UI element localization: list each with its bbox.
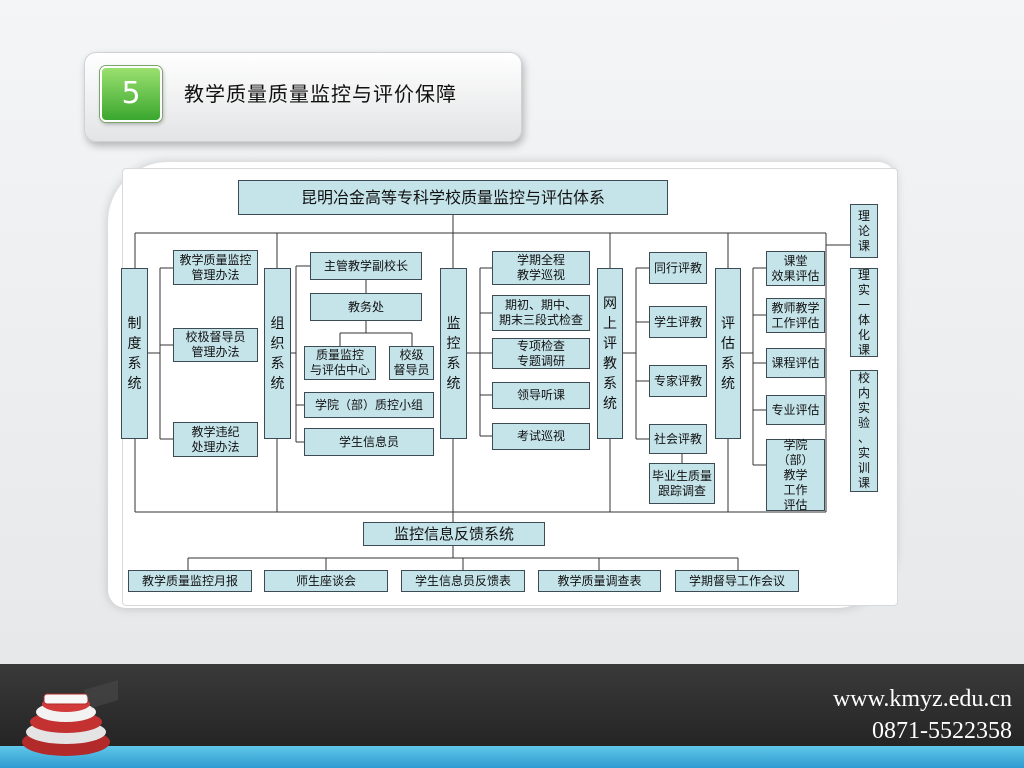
institution-item: 教学质量监控 管理办法: [173, 250, 258, 285]
online-evaluation-item: 专家评教: [649, 365, 707, 397]
assessment-item: 课程评估: [766, 348, 825, 378]
institution-item: 校极督导员 管理办法: [173, 328, 258, 362]
feedback-system-node: 监控信息反馈系统: [363, 522, 545, 546]
assessment-item: 专业评估: [766, 395, 825, 425]
vice-president-node: 主管教学副校长: [310, 252, 422, 280]
assessment-item: 学院 （部） 教学 工作 评估: [766, 438, 825, 512]
root-node: 昆明冶金高等专科学校质量监控与评估体系: [238, 180, 668, 215]
online-evaluation-system-node: 网 上 评 教 系 统: [597, 268, 623, 439]
assessment-item: 教师教学 工作评估: [766, 298, 825, 333]
monitoring-system-node: 监 控 系 统: [440, 268, 467, 439]
online-evaluation-item: 同行评教: [649, 252, 707, 284]
footer-phone: 0871-5522358: [872, 718, 1012, 744]
monitoring-item: 领导听课: [492, 382, 590, 409]
assessment-item: 课堂 效果评估: [766, 251, 825, 286]
school-logo-icon: [22, 680, 118, 756]
college-qc-group-node: 学院（部）质控小组: [304, 392, 434, 418]
feedback-item: 教学质量调查表: [538, 570, 661, 592]
course-type-node: 理 实 一 体 化 课: [850, 268, 878, 357]
footer-website: www.kmyz.edu.cn: [832, 686, 1012, 712]
feedback-item: 学期督导工作会议: [675, 570, 799, 592]
student-info-officer-node: 学生信息员: [304, 428, 434, 456]
organization-system-node: 组 织 系 统: [264, 268, 291, 439]
course-type-node: 理 论 课: [850, 204, 878, 258]
footer-accent-strip: [0, 746, 1024, 768]
academic-affairs-node: 教务处: [310, 293, 422, 321]
monitoring-item: 考试巡视: [492, 423, 590, 450]
assessment-system-node: 评 估 系 统: [715, 268, 741, 439]
feedback-item: 教学质量监控月报: [128, 570, 252, 592]
school-supervisor-node: 校级 督导员: [389, 346, 434, 380]
feedback-item: 学生信息员反馈表: [401, 570, 525, 592]
institution-system-node: 制 度 系 统: [121, 268, 148, 439]
course-type-node: 校 内 实 验 、 实 训 课: [850, 370, 878, 492]
online-evaluation-item: 毕业生质量 跟踪调查: [649, 463, 715, 504]
institution-item: 教学违纪 处理办法: [173, 422, 258, 457]
section-number-badge: 5: [100, 66, 162, 122]
online-evaluation-item: 学生评教: [649, 306, 707, 338]
monitoring-item: 学期全程 教学巡视: [492, 251, 590, 285]
feedback-item: 师生座谈会: [264, 570, 388, 592]
qa-center-node: 质量监控 与评估中心: [304, 346, 376, 380]
page-title: 教学质量质量监控与评价保障: [184, 82, 457, 106]
monitoring-item: 专项检查 专题调研: [492, 338, 590, 369]
online-evaluation-item: 社会评教: [649, 424, 707, 454]
monitoring-item: 期初、期中、 期末三段式检查: [492, 295, 590, 331]
